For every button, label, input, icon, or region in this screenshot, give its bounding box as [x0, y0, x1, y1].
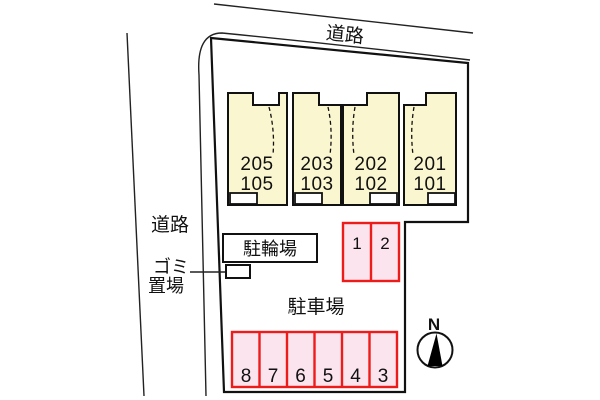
compass-north-label: N — [428, 315, 440, 334]
road-edge-line — [198, 32, 471, 397]
unit-201-entrance — [427, 192, 456, 205]
unit-201-entry-path — [411, 106, 415, 156]
unit-203-103: 203 103 — [292, 92, 342, 206]
unit-203-outline — [292, 92, 342, 206]
building: 205 105 203 103 202 102 201 101 — [227, 92, 457, 206]
lower-parking-dividers — [258, 332, 371, 387]
unit-202-entry-path — [352, 106, 356, 156]
unit-205-entry-path — [268, 106, 275, 156]
unit-203-entrance — [294, 192, 323, 205]
unit-202-outline — [342, 92, 400, 206]
unit-202-102: 202 102 — [342, 92, 400, 206]
unit-201-outline — [403, 92, 457, 206]
garbage-label-line1: ゴミ — [153, 257, 189, 277]
parking-space-2: 2 — [380, 234, 389, 253]
garbage-label-line2: 置場 — [148, 276, 184, 296]
garbage-area: ゴミ 置場 — [148, 257, 251, 296]
top-road-outer-line — [213, 3, 474, 34]
unit-202-upper-label: 202 — [354, 154, 387, 175]
parking-space-3: 3 — [378, 366, 389, 387]
lower-parking-row: 8 7 6 5 4 3 — [230, 330, 399, 389]
parking-space-8: 8 — [241, 366, 252, 387]
unit-201-lower-label: 101 — [413, 174, 446, 195]
site-boundary — [209, 36, 470, 394]
parking-space-6: 6 — [295, 366, 306, 387]
unit-205-105: 205 105 — [227, 92, 288, 206]
unit-201-101: 201 101 — [403, 92, 457, 206]
bicycle-parking-sign: 駐輪場 — [222, 233, 318, 263]
unit-202-lower-label: 102 — [354, 174, 387, 195]
compass: N — [416, 315, 454, 369]
unit-202-entrance — [369, 192, 398, 205]
left-road-outer-line — [126, 32, 145, 397]
unit-203-upper-label: 203 — [300, 154, 333, 175]
unit-201-upper-label: 201 — [413, 154, 446, 175]
left-road-label: 道路 — [151, 214, 189, 236]
upper-parking-row: 1 2 — [341, 221, 401, 283]
left-road: 道路 — [126, 32, 189, 397]
parking-space-1: 1 — [352, 234, 361, 253]
parking-space-7: 7 — [268, 366, 279, 387]
parking-space-4: 4 — [350, 366, 361, 387]
bicycle-parking-box — [222, 233, 318, 263]
unit-203-entry-path — [327, 106, 332, 156]
bicycle-parking-label: 駐輪場 — [243, 239, 297, 259]
car-parking-label: 駐車場 — [287, 296, 344, 318]
unit-203-lower-label: 103 — [300, 174, 333, 195]
unit-205-entrance — [229, 192, 258, 205]
garbage-box — [225, 264, 251, 279]
unit-205-upper-label: 205 — [240, 154, 273, 175]
parking-space-5: 5 — [323, 366, 334, 387]
unit-205-lower-label: 105 — [240, 174, 273, 195]
compass-needle-icon — [427, 333, 443, 366]
